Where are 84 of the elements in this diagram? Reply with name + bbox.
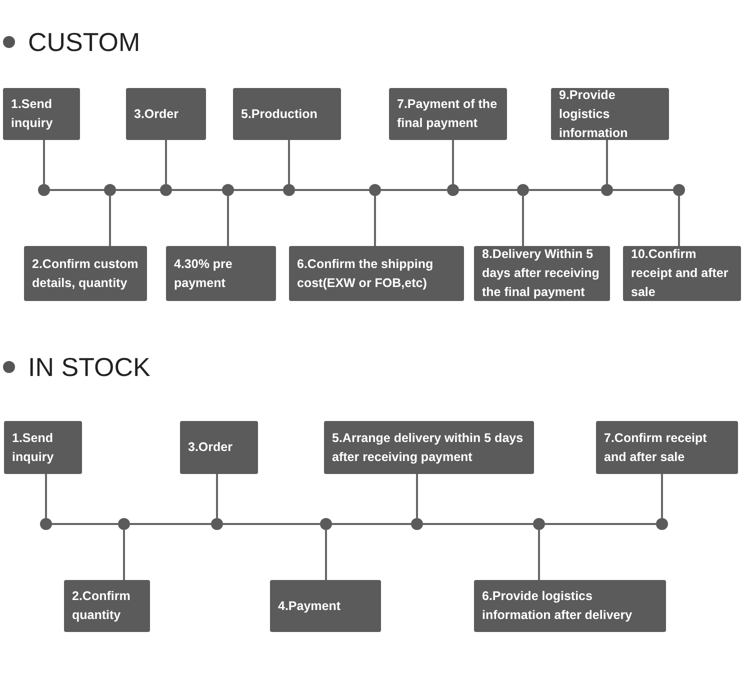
step-text: 4.30% pre payment — [174, 256, 234, 292]
step-text: 6.Confirm the shipping cost(EXW or FOB,etc) — [297, 256, 434, 292]
timeline-line — [234, 189, 283, 191]
step-card — [4, 421, 82, 474]
step-card — [474, 580, 666, 632]
step-card — [289, 246, 464, 301]
timeline-dot — [533, 518, 545, 530]
step-text: 3.Order — [134, 106, 178, 122]
timeline-dot — [104, 184, 116, 196]
step-card — [3, 88, 80, 140]
timeline-line — [545, 523, 656, 525]
connector-line — [522, 196, 524, 246]
timeline-dot — [673, 184, 685, 196]
timeline-line — [529, 189, 601, 191]
step-card — [180, 421, 258, 474]
timeline-line — [613, 189, 673, 191]
timeline-dot — [447, 184, 459, 196]
connector-line — [109, 196, 111, 246]
step-card — [551, 88, 669, 140]
step-card — [324, 421, 534, 474]
timeline-line — [116, 189, 160, 191]
timeline-dot — [283, 184, 295, 196]
step-text: 4.Payment — [278, 598, 341, 615]
section-heading: CUSTOM — [28, 27, 140, 57]
timeline-dot — [369, 184, 381, 196]
timeline-line — [50, 189, 104, 191]
timeline-dot — [222, 184, 234, 196]
step-text: 9.Provide logistics information — [559, 86, 629, 142]
step-text: 7.Payment of the final payment — [397, 96, 498, 132]
connector-line — [123, 530, 125, 580]
step-text: 6.Provide logistics information after delivery — [482, 588, 634, 624]
step-text: 2.Confirm quantity — [72, 588, 132, 624]
connector-line — [43, 140, 45, 184]
step-text: 5.Arrange delivery within 5 days after receiving payment — [332, 430, 524, 466]
timeline-dot — [320, 518, 332, 530]
step-card — [623, 246, 741, 301]
timeline-dot — [38, 184, 50, 196]
timeline-line — [223, 523, 320, 525]
timeline-line — [172, 189, 222, 191]
step-card — [126, 88, 206, 140]
connector-line — [678, 196, 680, 246]
connector-line — [661, 474, 663, 518]
step-card — [389, 88, 507, 140]
timeline-line — [423, 523, 533, 525]
step-text: 8.Delivery Within 5 days after receiving the final payment — [482, 246, 600, 301]
timeline-line — [459, 189, 517, 191]
timeline-dot — [118, 518, 130, 530]
timeline-dot — [211, 518, 223, 530]
timeline-line — [381, 189, 447, 191]
step-text: 1.Send inquiry — [11, 96, 54, 132]
timeline-dot — [40, 518, 52, 530]
timeline-dot — [411, 518, 423, 530]
step-card — [233, 88, 341, 140]
timeline-dot — [656, 518, 668, 530]
step-card — [24, 246, 147, 301]
section-heading: IN STOCK — [28, 352, 150, 382]
connector-line — [325, 530, 327, 580]
connector-line — [416, 474, 418, 518]
step-card — [596, 421, 738, 474]
connector-line — [538, 530, 540, 580]
connector-line — [45, 474, 47, 518]
timeline-dot — [601, 184, 613, 196]
connector-line — [452, 140, 454, 184]
step-text: 2.Confirm custom details, quantity — [32, 256, 139, 292]
connector-line — [288, 140, 290, 184]
connector-line — [227, 196, 229, 246]
timeline-line — [130, 523, 211, 525]
timeline-line — [332, 523, 411, 525]
timeline-dot — [517, 184, 529, 196]
step-card — [64, 580, 150, 632]
step-text: 3.Order — [188, 439, 232, 456]
connector-line — [165, 140, 167, 184]
step-text: 7.Confirm receipt and after sale — [604, 430, 708, 466]
timeline-dot — [160, 184, 172, 196]
step-text: 1.Send inquiry — [12, 430, 55, 466]
connector-line — [606, 140, 608, 184]
step-card — [166, 246, 276, 301]
connector-line — [374, 196, 376, 246]
step-text: 10.Confirm receipt and after sale — [631, 246, 730, 301]
timeline-line — [295, 189, 369, 191]
step-card — [270, 580, 381, 632]
timeline-line — [52, 523, 118, 525]
step-text: 5.Production — [241, 106, 318, 122]
connector-line — [216, 474, 218, 518]
